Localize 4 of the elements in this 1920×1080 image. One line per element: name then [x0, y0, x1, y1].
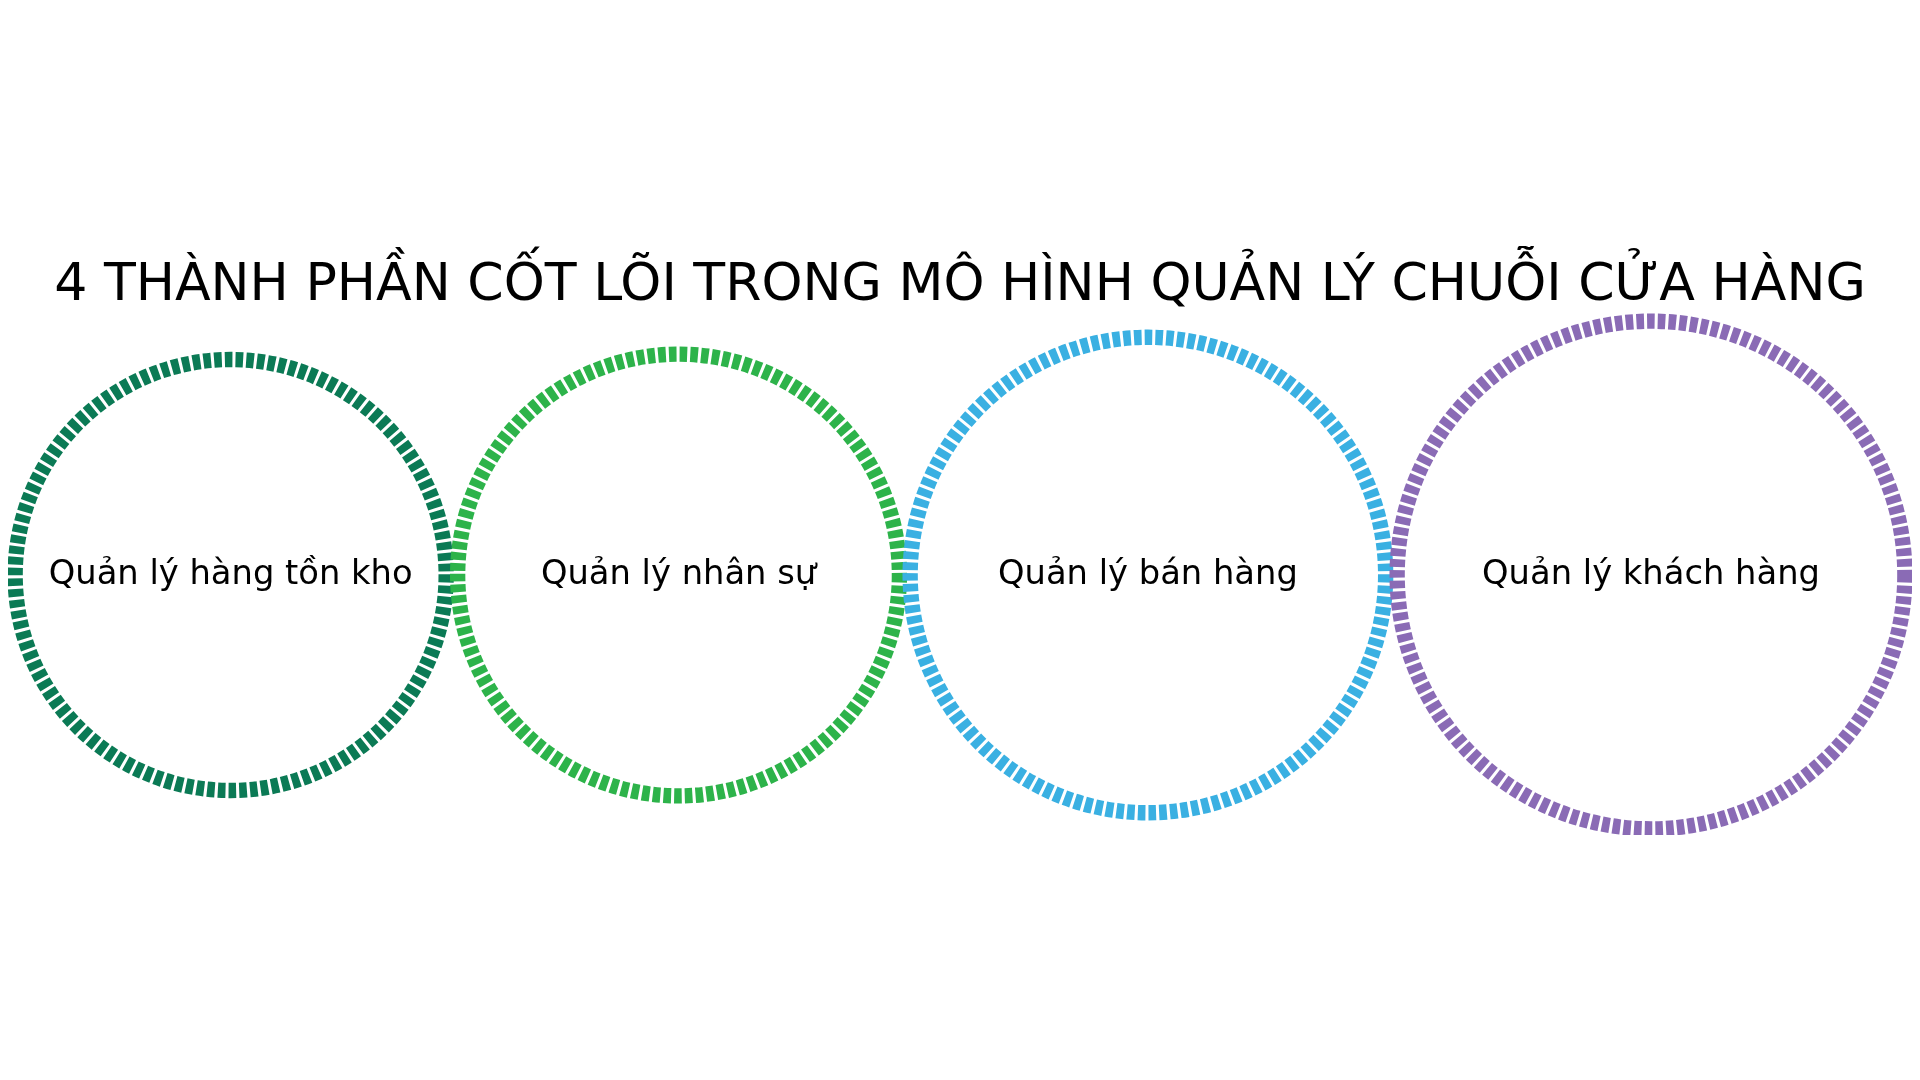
node-circle: Quản lý khách hàng [1389, 313, 1912, 835]
node-circle: Quản lý hàng tồn kho [8, 351, 454, 798]
node-circle: Quản lý bán hàng [902, 329, 1394, 820]
node-circle: Quản lý nhân sự [450, 345, 908, 804]
